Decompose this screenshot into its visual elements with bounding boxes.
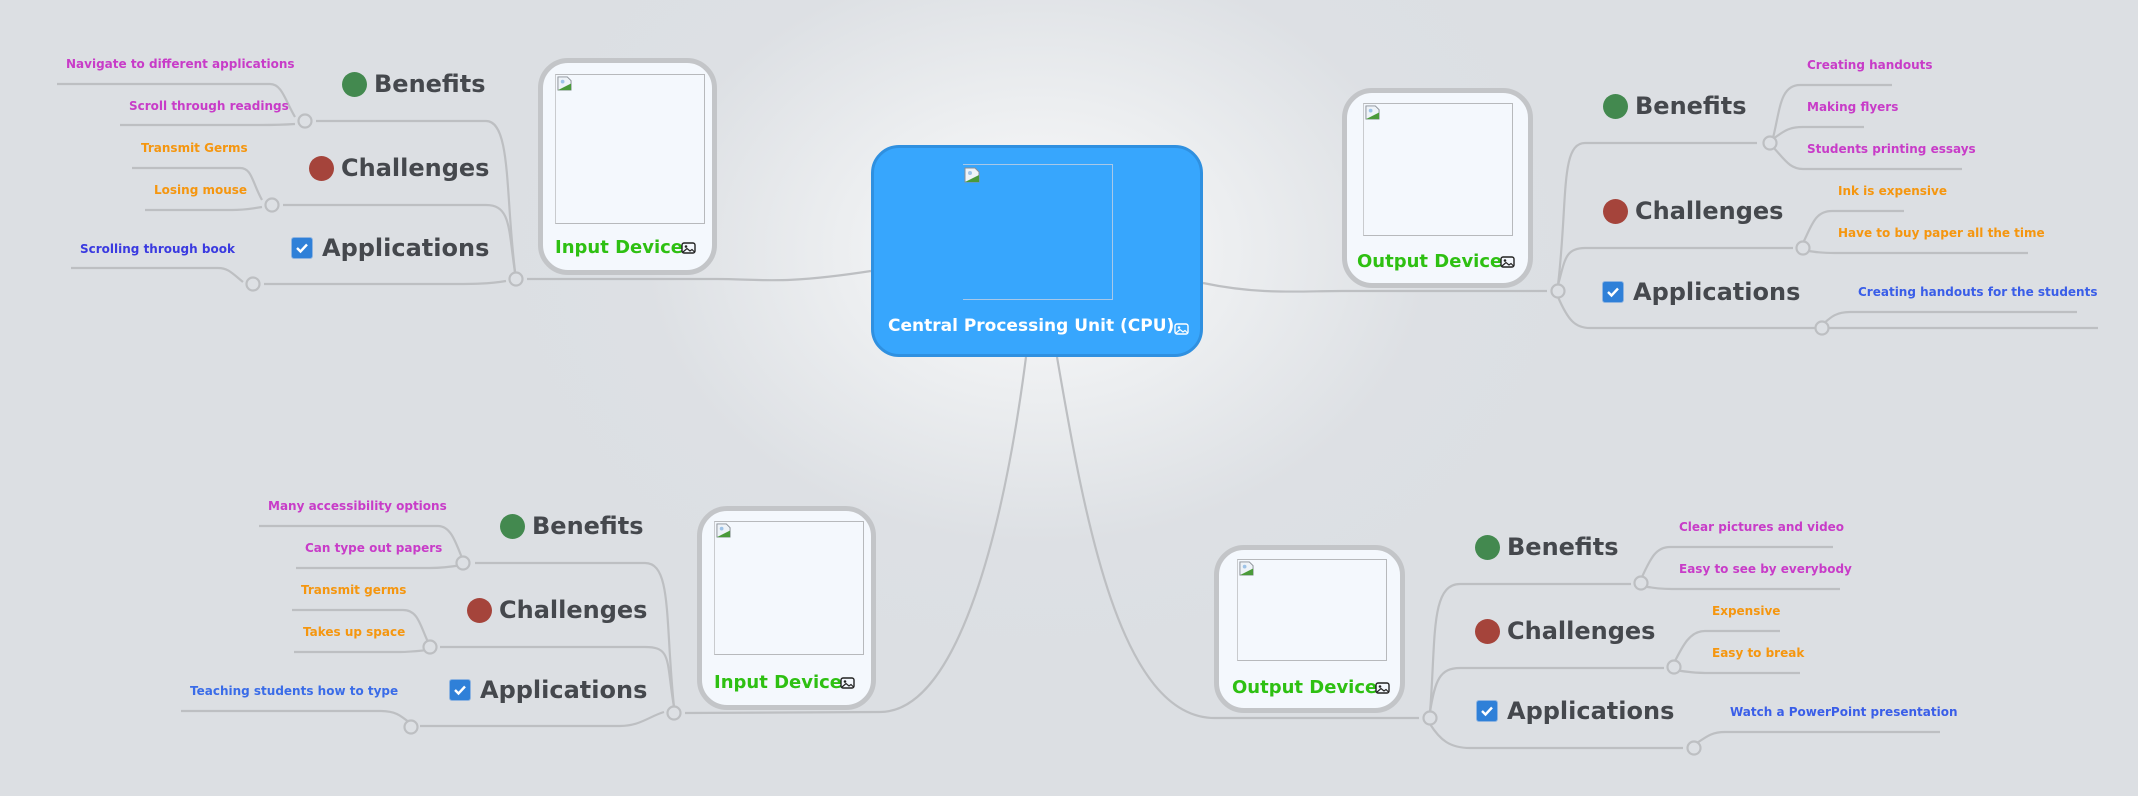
leaf-challenge[interactable]: Transmit Germs: [141, 141, 248, 155]
branch-node-output-device-top[interactable]: Output Device: [1342, 88, 1533, 288]
leaf-challenge[interactable]: Have to buy paper all the time: [1838, 226, 2045, 240]
category-applications[interactable]: Applications: [449, 676, 647, 704]
category-applications[interactable]: Applications: [1476, 697, 1674, 725]
checkbox-checked-icon: [291, 237, 313, 259]
leaf-challenge[interactable]: Expensive: [1712, 604, 1781, 618]
leaf-application[interactable]: Creating handouts for the students: [1858, 285, 2098, 299]
broken-image-icon: [1365, 105, 1380, 120]
green-circle-icon: [342, 71, 367, 97]
category-benefits[interactable]: Benefits: [342, 70, 485, 98]
node-title: Input Device: [555, 237, 684, 258]
leaf-challenge[interactable]: Easy to break: [1712, 646, 1805, 660]
node-title: Output Device: [1232, 677, 1378, 698]
central-node[interactable]: Central Processing Unit (CPU): [871, 145, 1203, 357]
category-label: Challenges: [499, 596, 648, 624]
category-label: Benefits: [1507, 533, 1619, 561]
image-icon[interactable]: [1375, 682, 1390, 694]
leaf-challenge[interactable]: Takes up space: [303, 625, 406, 639]
leaf-application[interactable]: Scrolling through book: [80, 242, 235, 256]
category-applications[interactable]: Applications: [1602, 278, 1800, 306]
red-circle-icon: [309, 155, 334, 181]
category-label: Benefits: [532, 512, 644, 540]
green-circle-icon: [1603, 93, 1628, 119]
category-label: Challenges: [341, 154, 490, 182]
leaf-benefit[interactable]: Navigate to different applications: [66, 57, 295, 71]
broken-image-icon: [716, 523, 731, 538]
broken-image-icon: [557, 76, 572, 91]
category-challenges[interactable]: Challenges: [309, 154, 489, 182]
red-circle-icon: [1475, 618, 1500, 644]
leaf-benefit[interactable]: Can type out papers: [305, 541, 443, 555]
node-title: Input Device: [714, 672, 843, 693]
broken-image-icon: [1239, 561, 1254, 576]
category-benefits[interactable]: Benefits: [1603, 92, 1746, 120]
category-label: Benefits: [1635, 92, 1747, 120]
leaf-benefit[interactable]: Scroll through readings: [129, 99, 289, 113]
leaf-application[interactable]: Watch a PowerPoint presentation: [1730, 705, 1958, 719]
leaf-application[interactable]: Teaching students how to type: [190, 684, 399, 698]
red-circle-icon: [1603, 198, 1628, 224]
leaf-benefit[interactable]: Creating handouts: [1807, 58, 1933, 72]
center-title: Central Processing Unit (CPU): [888, 316, 1175, 336]
node-title: Output Device: [1357, 251, 1503, 272]
category-challenges[interactable]: Challenges: [1603, 197, 1783, 225]
category-challenges[interactable]: Challenges: [467, 596, 647, 624]
broken-image-icon: [964, 167, 980, 183]
leaf-benefit[interactable]: Making flyers: [1807, 100, 1899, 114]
image-icon[interactable]: [840, 677, 855, 689]
category-applications[interactable]: Applications: [291, 234, 489, 262]
category-label: Benefits: [374, 70, 486, 98]
leaf-challenge[interactable]: Losing mouse: [154, 183, 248, 197]
checkbox-checked-icon: [1476, 700, 1498, 722]
branch-node-input-device-top[interactable]: Input Device: [538, 58, 717, 275]
center-image-placeholder: [963, 164, 1113, 300]
category-label: Applications: [322, 234, 490, 262]
category-challenges[interactable]: Challenges: [1475, 617, 1655, 645]
node-image-placeholder: [714, 521, 864, 655]
category-benefits[interactable]: Benefits: [500, 512, 643, 540]
node-image-placeholder: [555, 74, 705, 224]
category-label: Challenges: [1635, 197, 1784, 225]
leaf-challenge[interactable]: Ink is expensive: [1838, 184, 1947, 198]
leaf-benefit[interactable]: Easy to see by everybody: [1679, 562, 1852, 576]
leaf-benefit[interactable]: Many accessibility options: [268, 499, 447, 513]
leaf-challenge[interactable]: Transmit germs: [301, 583, 407, 597]
image-icon[interactable]: [1500, 256, 1515, 268]
checkbox-checked-icon: [449, 679, 471, 701]
leaf-benefit[interactable]: Students printing essays: [1807, 142, 1976, 156]
branch-node-output-device-bottom[interactable]: Output Device: [1214, 545, 1405, 713]
node-image-placeholder: [1363, 103, 1513, 236]
leaf-benefit[interactable]: Clear pictures and video: [1679, 520, 1845, 534]
green-circle-icon: [1475, 534, 1500, 560]
category-label: Applications: [1633, 278, 1801, 306]
image-icon[interactable]: [681, 242, 696, 254]
category-label: Applications: [480, 676, 648, 704]
green-circle-icon: [500, 513, 525, 539]
checkbox-checked-icon: [1602, 281, 1624, 303]
category-benefits[interactable]: Benefits: [1475, 533, 1618, 561]
category-label: Challenges: [1507, 617, 1656, 645]
red-circle-icon: [467, 597, 492, 623]
image-icon[interactable]: [1174, 323, 1189, 335]
node-image-placeholder: [1237, 559, 1387, 661]
category-label: Applications: [1507, 697, 1675, 725]
branch-node-input-device-bottom[interactable]: Input Device: [697, 506, 876, 710]
